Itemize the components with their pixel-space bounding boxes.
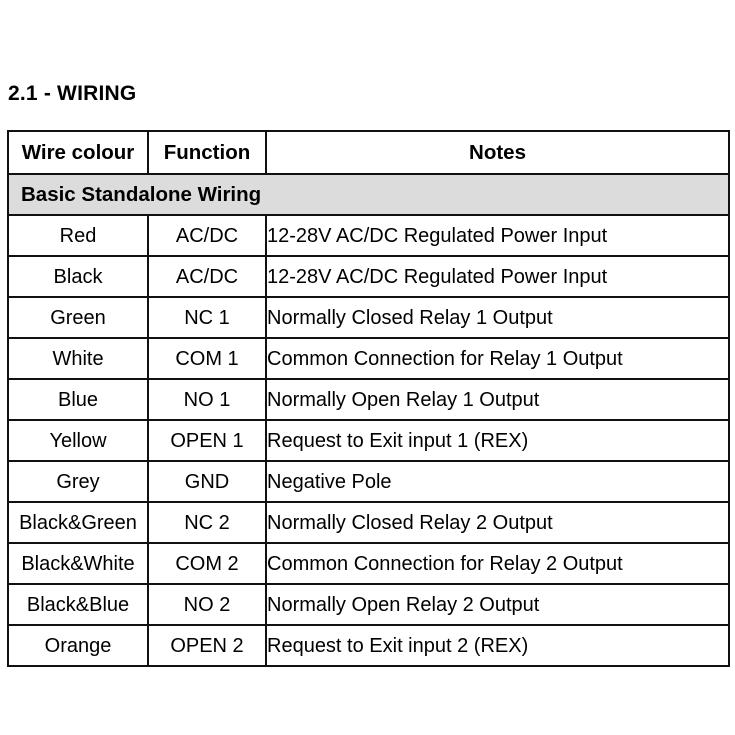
- cell-wire-colour: Black&Green: [7, 501, 149, 544]
- cell-function: NO 1: [147, 378, 267, 421]
- cell-wire-colour: Green: [7, 296, 149, 339]
- cell-notes: Request to Exit input 1 (REX): [265, 419, 730, 462]
- cell-notes: Normally Closed Relay 1 Output: [265, 296, 730, 339]
- cell-notes: Common Connection for Relay 1 Output: [265, 337, 730, 380]
- table-row: White COM 1 Common Connection for Relay …: [7, 337, 730, 380]
- cell-function: GND: [147, 460, 267, 503]
- cell-notes: Normally Open Relay 1 Output: [265, 378, 730, 421]
- table-row: Yellow OPEN 1 Request to Exit input 1 (R…: [7, 419, 730, 462]
- cell-function: OPEN 1: [147, 419, 267, 462]
- cell-wire-colour: White: [7, 337, 149, 380]
- cell-function: NC 2: [147, 501, 267, 544]
- table-row: Green NC 1 Normally Closed Relay 1 Outpu…: [7, 296, 730, 339]
- cell-function: AC/DC: [147, 214, 267, 257]
- cell-wire-colour: Red: [7, 214, 149, 257]
- cell-notes: Request to Exit input 2 (REX): [265, 624, 730, 667]
- column-header-notes: Notes: [265, 130, 730, 175]
- cell-wire-colour: Orange: [7, 624, 149, 667]
- table-row: Red AC/DC 12-28V AC/DC Regulated Power I…: [7, 214, 730, 257]
- cell-wire-colour: Black&Blue: [7, 583, 149, 626]
- cell-notes: 12-28V AC/DC Regulated Power Input: [265, 255, 730, 298]
- table-header: Wire colour Function Notes: [7, 130, 730, 175]
- table-header-row: Wire colour Function Notes: [7, 130, 730, 175]
- cell-notes: Normally Open Relay 2 Output: [265, 583, 730, 626]
- cell-notes: Negative Pole: [265, 460, 730, 503]
- cell-wire-colour: Black&White: [7, 542, 149, 585]
- table-row: Blue NO 1 Normally Open Relay 1 Output: [7, 378, 730, 421]
- cell-wire-colour: Yellow: [7, 419, 149, 462]
- table-row: Black&Green NC 2 Normally Closed Relay 2…: [7, 501, 730, 544]
- cell-notes: Common Connection for Relay 2 Output: [265, 542, 730, 585]
- cell-function: COM 2: [147, 542, 267, 585]
- section-title: 2.1 - WIRING: [8, 82, 137, 105]
- cell-wire-colour: Grey: [7, 460, 149, 503]
- cell-function: OPEN 2: [147, 624, 267, 667]
- cell-wire-colour: Black: [7, 255, 149, 298]
- group-row-label: Basic Standalone Wiring: [7, 173, 730, 216]
- table-body: Basic Standalone Wiring Red AC/DC 12-28V…: [7, 173, 730, 667]
- table-row: Black&Blue NO 2 Normally Open Relay 2 Ou…: [7, 583, 730, 626]
- wiring-table: Wire colour Function Notes Basic Standal…: [7, 130, 730, 667]
- cell-notes: 12-28V AC/DC Regulated Power Input: [265, 214, 730, 257]
- table-row: Grey GND Negative Pole: [7, 460, 730, 503]
- table-row: Black&White COM 2 Common Connection for …: [7, 542, 730, 585]
- table-row: Black AC/DC 12-28V AC/DC Regulated Power…: [7, 255, 730, 298]
- cell-function: COM 1: [147, 337, 267, 380]
- cell-function: AC/DC: [147, 255, 267, 298]
- column-header-wire-colour: Wire colour: [7, 130, 149, 175]
- cell-function: NO 2: [147, 583, 267, 626]
- column-header-function: Function: [147, 130, 267, 175]
- cell-function: NC 1: [147, 296, 267, 339]
- table-row: Orange OPEN 2 Request to Exit input 2 (R…: [7, 624, 730, 667]
- table-group-row: Basic Standalone Wiring: [7, 173, 730, 216]
- cell-wire-colour: Blue: [7, 378, 149, 421]
- cell-notes: Normally Closed Relay 2 Output: [265, 501, 730, 544]
